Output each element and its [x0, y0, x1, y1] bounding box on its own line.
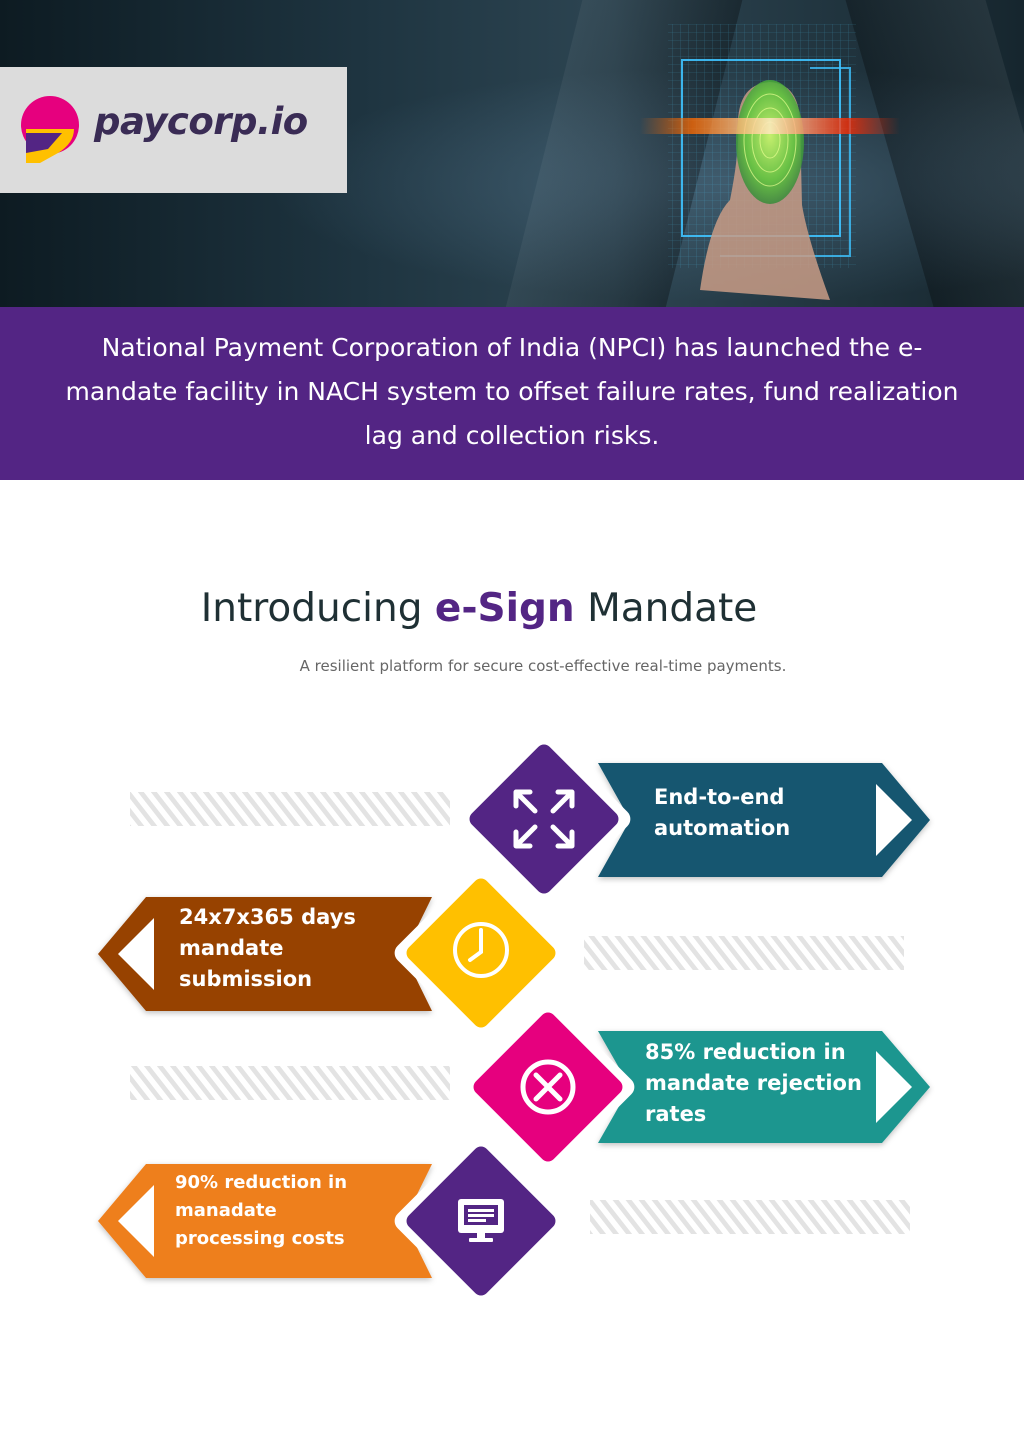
title-highlight: e-Sign — [434, 586, 575, 631]
feature-banner — [98, 897, 432, 1011]
title-prefix: Introducing — [200, 586, 435, 631]
feature-step-rejection — [461, 1000, 930, 1174]
arrow-left-icon — [118, 918, 154, 990]
close-circle-icon — [520, 1059, 576, 1115]
brand-name: paycorp.io — [94, 100, 308, 143]
feature-label-cost: 90% reduction in manadate processing cos… — [175, 1172, 348, 1249]
intro-text: National Payment Corporation of India (N… — [65, 333, 959, 450]
page-subtitle: A resilient platform for secure cost-eff… — [299, 657, 787, 675]
feature-label-rejection: 85% reduction in mandate rejection rates — [645, 1040, 862, 1126]
feature-label-availability: 24x7x365 days mandate submission — [179, 905, 356, 991]
feature-banner — [598, 1031, 930, 1143]
feature-step-availability — [98, 866, 568, 1040]
feature-banner — [598, 763, 930, 877]
paycorp-logo-icon — [21, 96, 79, 163]
stripe-decoration — [590, 1200, 910, 1234]
feature-banner — [98, 1164, 432, 1278]
monitor-icon — [458, 1199, 504, 1242]
intro-band — [0, 307, 1024, 480]
fingerprint-scan-graphic — [640, 24, 900, 300]
stripe-decoration — [130, 792, 450, 826]
page-title: Introducing e-Sign Mandate — [0, 586, 958, 631]
title-suffix: Mandate — [574, 586, 758, 631]
feature-steps — [98, 732, 930, 1308]
feature-label-automation: End-to-end automation — [654, 785, 791, 840]
arrow-right-icon — [876, 784, 912, 856]
arrow-right-icon — [876, 1051, 912, 1123]
feature-diamond — [469, 744, 619, 894]
feature-step-automation — [457, 732, 930, 906]
feature-step-cost — [98, 1134, 568, 1308]
clock-icon — [453, 922, 509, 978]
stripe-decoration — [584, 936, 904, 970]
logo-box — [0, 67, 347, 193]
expand-arrows-icon — [513, 789, 575, 849]
stripe-decoration — [130, 1066, 450, 1100]
arrow-left-icon — [118, 1185, 154, 1257]
